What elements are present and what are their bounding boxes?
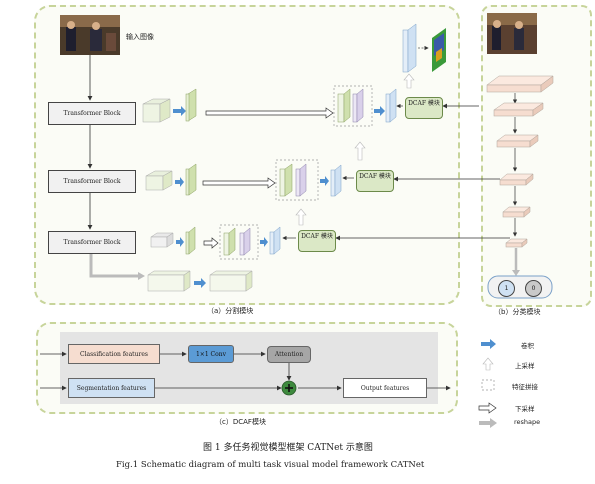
dcaf-module-arrows: [40, 351, 451, 396]
legend-label-conv: 卷积: [521, 342, 534, 350]
legend-label-downsample: 下采样: [515, 405, 535, 413]
panel-a-caption: （a）分割模块: [207, 307, 254, 315]
input-image-label: 输入图像: [126, 33, 154, 41]
attention-box: Attention: [267, 346, 311, 363]
dcaf-block-1: DCAF 模块: [405, 97, 443, 119]
dcaf-block-2: DCAF 模块: [356, 170, 394, 192]
figure-caption-cn: 图 1 多任务视觉模型框架 CATNet 示意图: [203, 443, 373, 453]
transformer-block-1: Transformer Block: [48, 102, 136, 125]
transformer-block-2: Transformer Block: [48, 170, 136, 193]
row2-features: [145, 141, 500, 201]
class-circle-0: 0: [525, 280, 542, 297]
segmentation-features-box: Segmentation features: [68, 378, 155, 398]
up-arrow-icon: [482, 357, 494, 371]
dashed-box-icon: [481, 379, 495, 391]
transformer-block-3: Transformer Block: [48, 231, 136, 254]
output-features-box: Output features: [343, 378, 427, 398]
class-circle-1: 1: [498, 280, 515, 297]
blue-arrow-icon: [481, 339, 496, 349]
dcaf-block-3: DCAF 模块: [298, 230, 336, 252]
row1-features: [142, 23, 479, 127]
classification-stack: [486, 13, 554, 299]
input-image-photo: [60, 15, 120, 55]
panel-c-caption: （c）DCAF模块: [215, 418, 266, 426]
conv-box: 1×1 Conv: [188, 345, 234, 363]
reshape-path: [89, 254, 253, 292]
classification-module-panel: [481, 5, 592, 307]
legend-icons: [478, 339, 497, 428]
row3-features: [150, 208, 510, 260]
classification-features-box: Classification features: [68, 344, 160, 364]
figure-caption-en: Fig.1 Schematic diagram of multi task vi…: [116, 460, 425, 470]
panel-b-caption: （b）分类模块: [494, 308, 541, 316]
legend-label-upsample: 上采样: [515, 362, 535, 370]
legend-label-reshape: reshape: [514, 418, 541, 426]
legend-label-concat: 特征拼接: [512, 383, 538, 391]
gray-arrow-icon: [479, 418, 497, 428]
hollow-arrow-icon: [478, 402, 497, 414]
